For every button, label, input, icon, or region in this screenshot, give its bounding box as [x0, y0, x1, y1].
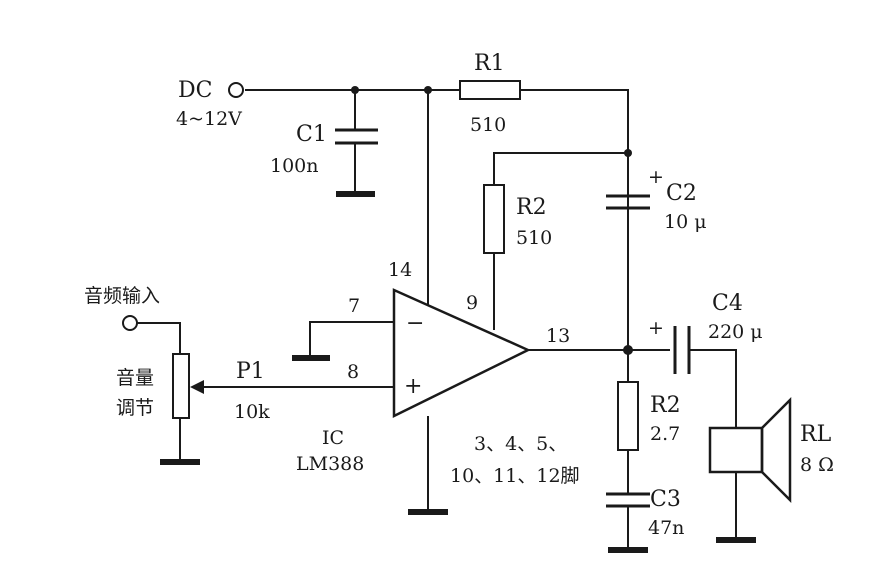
c4-value: 220 μ	[708, 321, 763, 343]
audio-input-label: 音频输入	[84, 285, 160, 307]
c2-capacitor	[606, 194, 650, 210]
ground-pins-line1: 3、4、5、	[474, 433, 567, 455]
dc-label: DC	[178, 78, 212, 103]
ic-model: LM388	[296, 453, 364, 475]
p1-name: P1	[236, 359, 265, 384]
volume-label-line1: 音量	[116, 367, 154, 389]
dc-voltage-label: 4~12V	[176, 108, 242, 130]
r2-top-resistor	[483, 184, 505, 254]
pin14-label: 14	[388, 259, 412, 281]
c4-polarity: +	[648, 317, 664, 339]
c1-name: C1	[296, 122, 327, 147]
ic-name: IC	[322, 427, 344, 449]
pin13-label: 13	[546, 325, 570, 347]
c3-name: C3	[650, 487, 681, 512]
c4-capacitor	[673, 326, 737, 428]
ground-pins-line2: 10、11、12脚	[450, 465, 580, 487]
c3-value: 47n	[648, 517, 684, 539]
c4-name: C4	[712, 291, 743, 316]
dc-terminal	[228, 82, 244, 98]
c2-name: C2	[666, 181, 697, 206]
r2-top-name: R2	[516, 195, 547, 220]
c2-value: 10 μ	[664, 211, 707, 233]
pin8-label: 8	[347, 361, 359, 383]
pot-wiper-arrow	[190, 380, 204, 394]
r2-top-value: 510	[516, 227, 552, 249]
inverting-input-sign: −	[406, 311, 424, 336]
audio-input-terminal[interactable]	[122, 315, 138, 331]
rl-value: 8 Ω	[800, 454, 834, 476]
r1-resistor	[459, 80, 521, 100]
r2-bottom-value: 2.7	[650, 423, 680, 445]
volume-label-line2: 调节	[116, 397, 154, 419]
pin7-label: 7	[348, 295, 360, 317]
pin9-label: 9	[466, 292, 478, 314]
lm388-amplifier	[392, 288, 531, 419]
noninverting-input-sign: +	[404, 374, 422, 399]
p1-value: 10k	[234, 401, 270, 423]
r2-bottom-resistor	[617, 381, 639, 451]
r1-name: R1	[474, 51, 505, 76]
r2-top-wire	[493, 152, 628, 185]
p1-potentiometer[interactable]	[172, 353, 190, 419]
r2-bottom-name: R2	[650, 393, 681, 418]
input-wire	[137, 322, 181, 354]
c3-capacitor	[606, 492, 650, 508]
speaker-icon	[708, 396, 792, 543]
pin7-wire	[309, 321, 394, 356]
c1-value: 100n	[270, 155, 319, 177]
c2-polarity: +	[648, 166, 664, 188]
c1-capacitor	[335, 90, 378, 197]
rl-name: RL	[800, 422, 832, 447]
r1-value: 510	[470, 114, 506, 136]
